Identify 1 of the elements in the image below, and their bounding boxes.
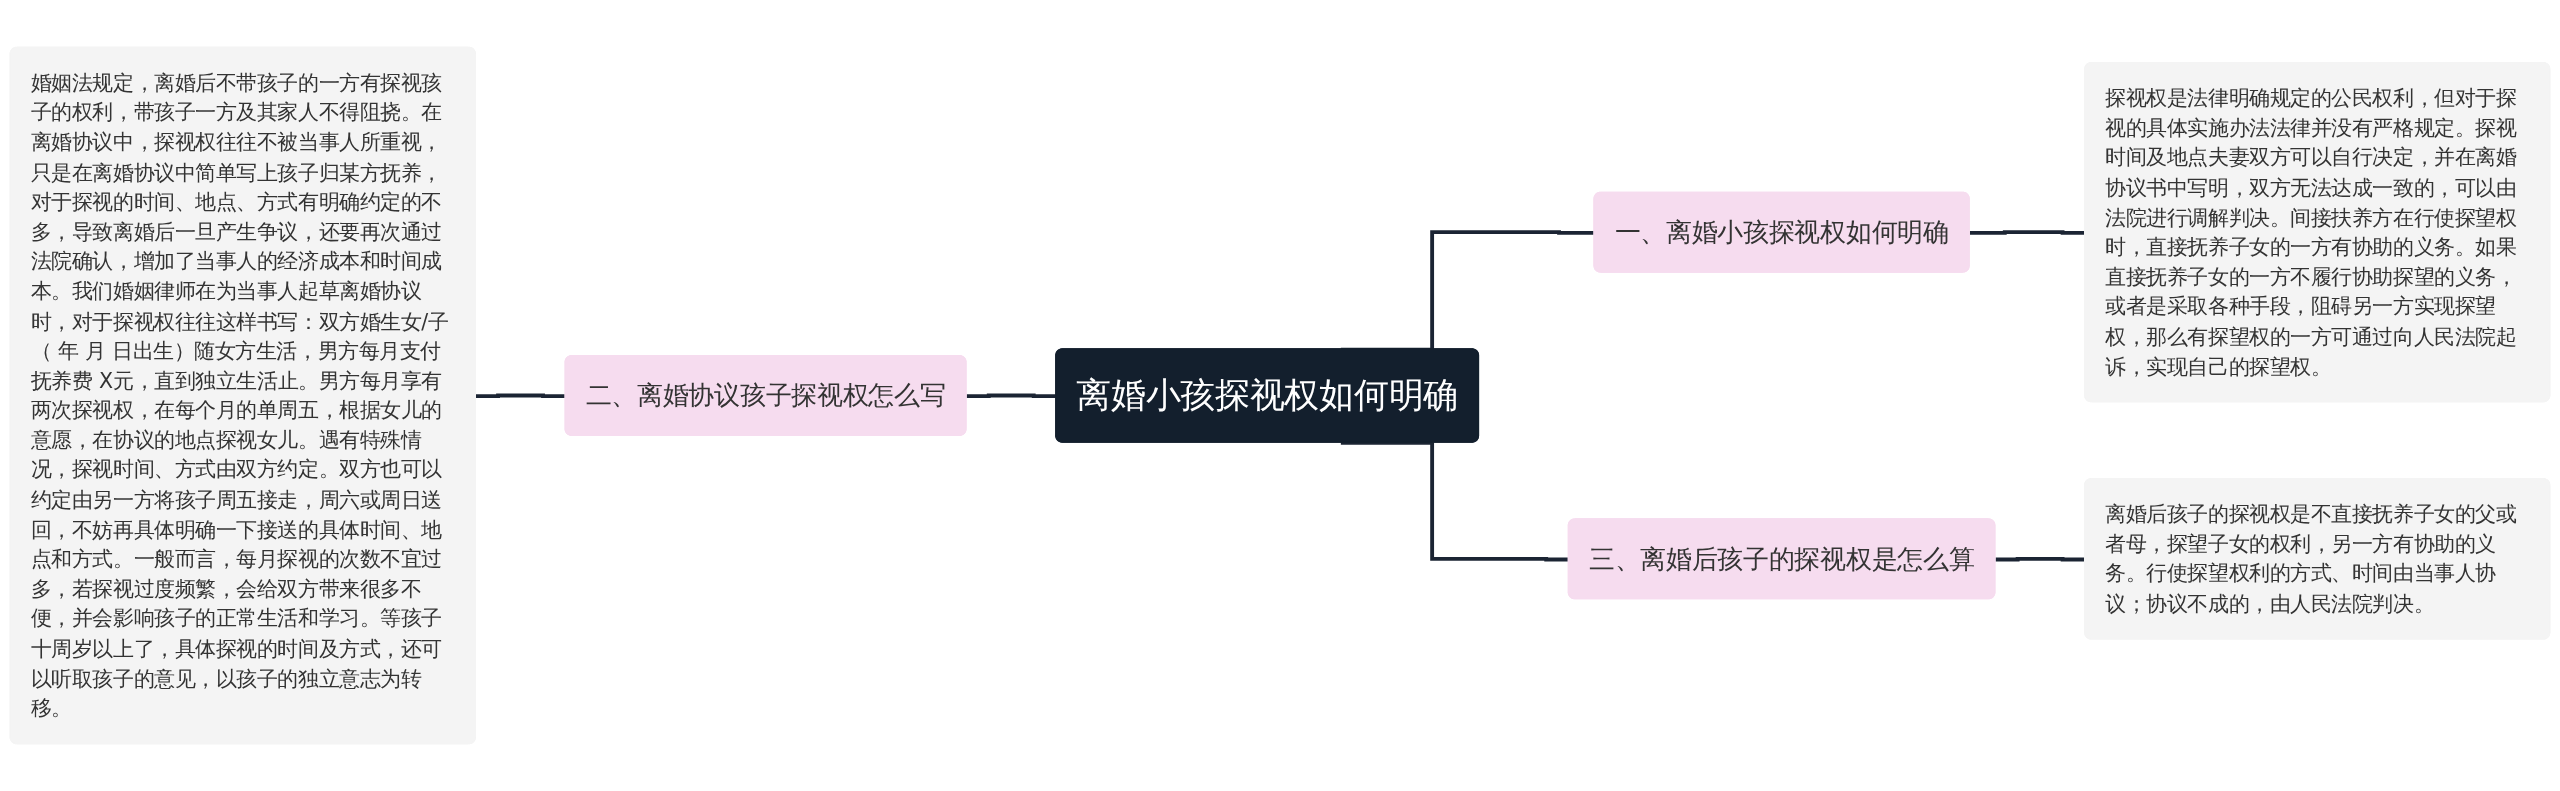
connector (475, 393, 566, 399)
